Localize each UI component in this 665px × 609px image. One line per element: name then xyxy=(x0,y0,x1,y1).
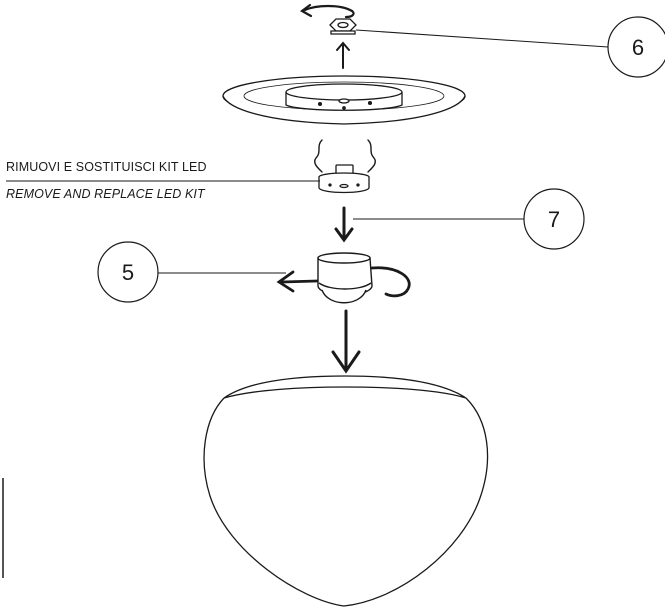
lamp-socket xyxy=(317,252,373,304)
ceiling-canopy xyxy=(222,75,466,125)
callout-5: 5 xyxy=(97,241,159,303)
down-arrow-7 xyxy=(334,206,354,243)
instruction-label-english: REMOVE AND REPLACE LED KIT xyxy=(6,187,205,201)
callout-7-number: 7 xyxy=(548,207,560,232)
glass-diffuser xyxy=(203,375,489,607)
top-nut xyxy=(329,18,357,35)
top-rotation-arrow xyxy=(299,3,355,19)
led-kit xyxy=(318,164,370,194)
socket-rotation-arrow xyxy=(276,266,411,298)
callout-6-leader xyxy=(355,29,609,48)
down-arrow-glass xyxy=(331,309,361,374)
instruction-label-italian: RIMUOVI E SOSTITUISCI KIT LED xyxy=(6,160,207,174)
up-arrow xyxy=(336,41,350,69)
callout-6-number: 6 xyxy=(632,35,644,60)
callout-6: 6 xyxy=(607,16,665,78)
callout-5-number: 5 xyxy=(122,260,134,285)
electrical-wires xyxy=(313,139,377,173)
callout-7: 7 xyxy=(523,188,585,250)
